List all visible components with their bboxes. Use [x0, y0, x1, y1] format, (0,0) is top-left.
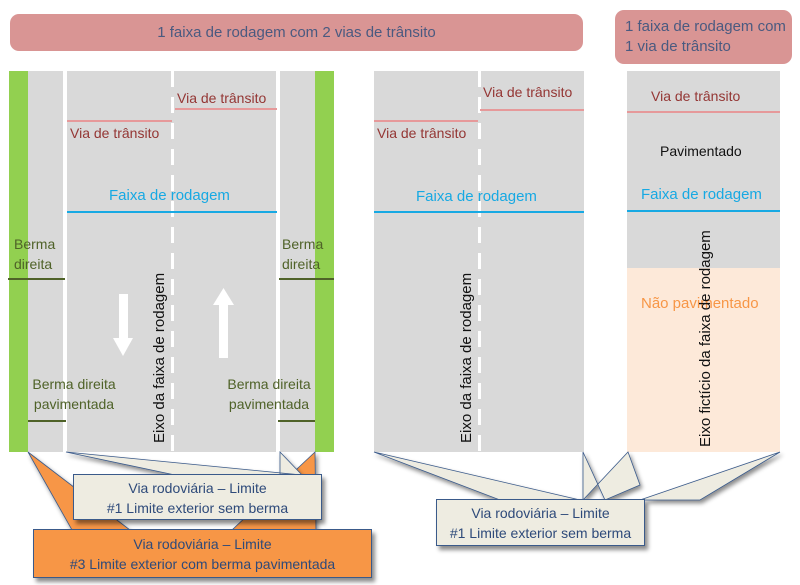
road-left	[9, 71, 334, 452]
traffic-lane-label-upper-middle: Via de trânsito	[483, 84, 573, 100]
center-dashed-line	[171, 71, 174, 452]
right-shoulder-label: Berma direita	[282, 234, 323, 274]
left-paved-shoulder-label: Berma direita pavimentada	[24, 374, 124, 414]
callout-limit3-line1: Via rodoviária – Limite	[133, 536, 272, 552]
carriageway-label-left: Faixa de rodagem	[109, 187, 230, 204]
axis-label-left: Eixo da faixa de rodagem	[151, 272, 168, 443]
left-shoulder-line	[8, 278, 65, 280]
title-one-lane-text: 1 faixa de rodagem com 1 via de trânsito	[625, 18, 786, 55]
traffic-lane-line-lower-middle	[374, 120, 478, 122]
carriageway-line-middle	[374, 211, 584, 213]
traffic-lane-label-lower-middle: Via de trânsito	[377, 125, 467, 141]
center-dashed-line-middle	[478, 71, 481, 452]
traffic-lane-line-right	[627, 111, 780, 113]
right-edge-line	[276, 71, 280, 452]
callout-limit1-left-line1: Via rodoviária – Limite	[128, 480, 267, 496]
callout-limit1-middle-pointer	[373, 451, 781, 502]
left-shoulder-label-line1: Berma	[14, 236, 56, 252]
right-shoulder-line	[279, 278, 334, 280]
callout-limit1-middle: Via rodoviária – Limite #1 Limite exteri…	[436, 499, 645, 546]
right-paved-shoulder-label: Berma direita pavimentada	[219, 374, 319, 414]
right-paved-shoulder	[280, 71, 315, 452]
right-shoulder-label-line1: Berma	[282, 236, 324, 252]
traffic-lane-line-lower	[67, 120, 172, 122]
title-two-lanes: 1 faixa de rodagem com 2 vias de trânsit…	[10, 14, 583, 51]
callout-limit3-line2: #3 Limite exterior com berma pavimentada	[69, 556, 336, 572]
traffic-lane-label-upper: Via de trânsito	[177, 90, 267, 106]
right-green-shoulder-edge	[315, 71, 334, 452]
carriageway-label-middle: Faixa de rodagem	[416, 188, 537, 205]
right-paved-shoulder-line	[278, 420, 315, 422]
callout-limit3: Via rodoviária – Limite #3 Limite exteri…	[33, 529, 372, 578]
carriageway-line-left	[67, 211, 277, 213]
unpaved-label: Não pavimentado	[641, 295, 759, 312]
callout-limit1-middle-line2: #1 Limite exterior sem berma	[449, 525, 632, 541]
right-paved-shoulder-label-line2: pavimentada	[228, 396, 310, 412]
left-shoulder-label-line2: direita	[14, 256, 53, 272]
right-shoulder-label-line2: direita	[282, 256, 321, 272]
traffic-lane-label-right: Via de trânsito	[651, 88, 741, 104]
paved-label: Pavimentado	[660, 143, 742, 159]
title-one-lane: 1 faixa de rodagem com 1 via de trânsito	[615, 10, 792, 64]
carriageway-line-right	[627, 210, 780, 212]
left-edge-line	[63, 71, 67, 452]
left-paved-shoulder-label-line1: Berma direita	[32, 376, 116, 392]
left-paved-shoulder-label-line2: pavimentada	[33, 396, 115, 412]
traffic-lane-line-upper	[175, 108, 277, 110]
callout-limit1-left: Via rodoviária – Limite #1 Limite exteri…	[73, 474, 322, 520]
callout-limit1-left-pointer	[65, 451, 304, 476]
left-green-shoulder-edge	[9, 71, 28, 452]
road-right-paved	[627, 71, 780, 268]
callout-limit1-middle-line1: Via rodoviária – Limite	[471, 505, 610, 521]
left-paved-shoulder	[28, 71, 63, 452]
fictitious-axis-label: Eixo fictício da faixa de rodagem	[697, 230, 714, 447]
axis-label-middle: Eixo da faixa de rodagem	[458, 272, 475, 443]
right-paved-shoulder-label-line1: Berma direita	[227, 376, 311, 392]
carriageway-label-right: Faixa de rodagem	[641, 186, 762, 203]
title-two-lanes-text: 1 faixa de rodagem com 2 vias de trânsit…	[157, 23, 436, 41]
traffic-lane-line-upper-middle	[480, 109, 584, 111]
traffic-lane-label-lower: Via de trânsito	[70, 125, 160, 141]
left-paved-shoulder-line	[28, 420, 66, 422]
callout-limit1-left-line2: #1 Limite exterior sem berma	[106, 500, 289, 516]
left-shoulder-label: Berma direita	[14, 234, 55, 274]
road-right-unpaved	[627, 268, 780, 452]
